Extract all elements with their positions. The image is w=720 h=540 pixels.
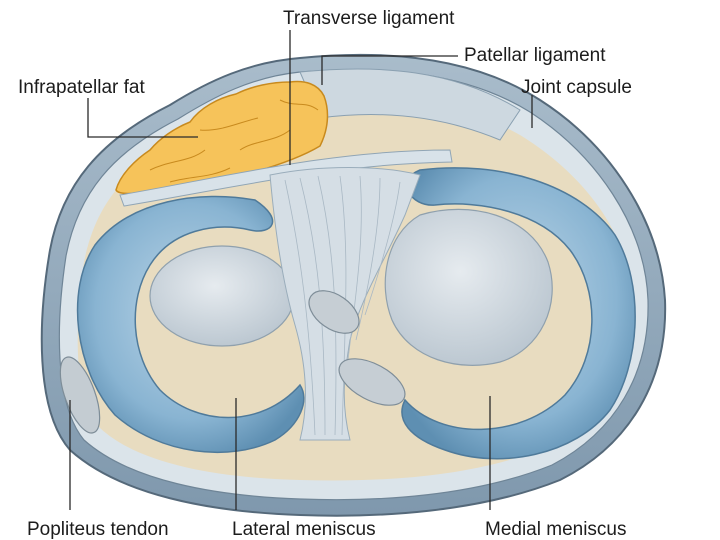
label-patellar-ligament: Patellar ligament (464, 45, 606, 66)
label-infrapatellar-fat: Infrapatellar fat (18, 77, 145, 98)
medial-meniscus-shape (401, 167, 636, 460)
fat-lobule-lines (149, 99, 319, 183)
label-medial-meniscus: Medial meniscus (485, 519, 627, 540)
label-transverse-ligament: Transverse ligament (283, 8, 455, 29)
leader-patellar-ligament (321, 55, 458, 85)
lateral-meniscus-shape (76, 195, 305, 454)
label-popliteus-tendon: Popliteus tendon (27, 519, 169, 540)
patellar-ligament-shape (299, 68, 521, 141)
popliteus-tendon-shape (59, 356, 101, 434)
acl-attachment (308, 290, 360, 334)
label-joint-capsule: Joint capsule (521, 77, 632, 98)
pcl-attachment (338, 358, 406, 406)
leader-lines (69, 30, 533, 510)
leader-infrapatellar-fat (87, 98, 198, 138)
transverse-ligament-shape (119, 149, 453, 207)
label-lateral-meniscus: Lateral meniscus (232, 519, 376, 540)
medial-tibial-cartilage (384, 208, 553, 366)
lateral-tibial-cartilage (149, 245, 295, 347)
fiber-lines (284, 175, 401, 436)
